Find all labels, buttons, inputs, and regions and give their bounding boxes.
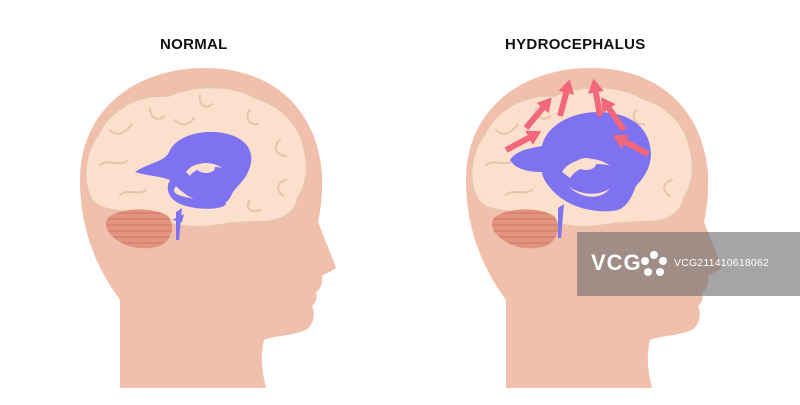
- watermark-flower-icon: [641, 251, 667, 276]
- pressure-arrow-1: [504, 130, 542, 153]
- pressure-arrow-6: [612, 134, 650, 157]
- hydrocephalus-ventricle-holes: [562, 158, 610, 197]
- normal-head: [80, 68, 336, 388]
- pressure-arrows: [504, 78, 650, 157]
- normal-label: NORMAL: [160, 36, 228, 53]
- normal-ventricle-holes: [186, 163, 222, 176]
- pressure-arrow-3: [557, 79, 574, 117]
- pressure-arrow-5: [601, 97, 627, 132]
- pressure-arrow-2: [523, 97, 552, 130]
- normal-cerebellum: [105, 209, 173, 249]
- hydrocephalus-head: [466, 68, 722, 388]
- normal-brain-folds: [99, 94, 287, 213]
- watermark-logo-text: VCG: [591, 250, 642, 275]
- hydrocephalus-brain-folds: [485, 107, 673, 197]
- hydrocephalus-cerebellum: [491, 209, 559, 249]
- watermark-id: VCG211410618062: [674, 257, 770, 269]
- hydrocephalus-label: HYDROCEPHALUS: [505, 36, 646, 53]
- watermark: VCG VCG211410618062: [577, 232, 800, 296]
- pressure-arrow-4: [587, 78, 604, 117]
